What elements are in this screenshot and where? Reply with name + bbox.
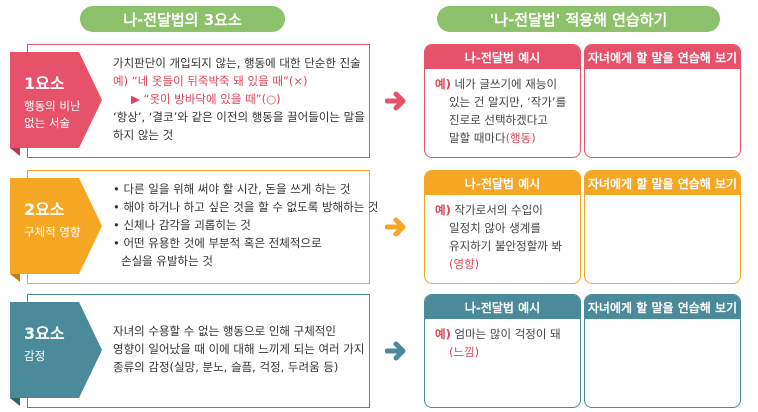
practice-card-2[interactable]: 자녀에게 할 말을 연습해 보기 xyxy=(584,170,741,284)
element-row-2: 2요소 구체적 영향 • 다른 일을 위해 써야 할 시간, 돈을 쓰게 하는 … xyxy=(0,170,758,286)
example-card-title: 나-전달법 예시 xyxy=(425,45,580,69)
example-card-title: 나-전달법 예시 xyxy=(425,171,580,195)
left-header-title: 나-전달법의 3요소 xyxy=(123,10,242,29)
example-card-body: 예) 네가 글쓰기에 재능이 있는 건 알지만, ‘작가’를 진로로 선택하겠다… xyxy=(435,77,567,145)
element-description: • 다른 일을 위해 써야 할 시간, 돈을 쓰게 하는 것 • 해야 하거나 … xyxy=(113,182,379,268)
left-header-pill: 나-전달법의 3요소 xyxy=(80,6,285,32)
practice-card-title: 자녀에게 할 말을 연습해 보기 xyxy=(585,171,740,195)
element-tag-title: 1요소 xyxy=(24,74,65,93)
practice-card-title: 자녀에게 할 말을 연습해 보기 xyxy=(585,45,740,69)
element-tag-title: 2요소 xyxy=(24,200,65,219)
arrow-right-icon xyxy=(385,341,406,361)
example-card-title: 나-전달법 예시 xyxy=(425,295,580,319)
element-tag-3: 3요소 감정 xyxy=(10,302,102,406)
practice-card-title: 자녀에게 할 말을 연습해 보기 xyxy=(585,295,740,319)
practice-card-1[interactable]: 자녀에게 할 말을 연습해 보기 xyxy=(584,44,741,158)
right-header-title: '나-전달법' 적용해 연습하기 xyxy=(489,10,668,29)
example-card-body: 예) 작가로서의 수입이 일정치 않아 생계를 유지하기 불안정할까 봐 (영향… xyxy=(435,203,563,271)
example-card-1: 나-전달법 예시 예) 네가 글쓰기에 재능이 있는 건 알지만, ‘작가’를 … xyxy=(424,44,581,158)
element-tag-subtitle: 구체적 영향 xyxy=(24,225,81,239)
practice-card-3[interactable]: 자녀에게 할 말을 연습해 보기 xyxy=(584,294,741,408)
arrow-right-icon xyxy=(385,217,406,237)
example-card-3: 나-전달법 예시 예) 엄마는 많이 걱정이 돼 (느낌) xyxy=(424,294,581,408)
element-tag-subtitle: 감정 xyxy=(24,349,46,363)
element-description: 가치판단이 개입되지 않는, 행동에 대한 단순한 진술 예) “네 옷들이 뒤… xyxy=(113,56,365,142)
element-description: 자녀의 수용할 수 없는 행동으로 인해 구체적인 영향이 일어났을 때 이에 … xyxy=(113,324,365,374)
example-card-body: 예) 엄마는 많이 걱정이 돼 (느낌) xyxy=(435,327,561,359)
right-header-pill: '나-전달법' 적용해 연습하기 xyxy=(437,6,720,32)
element-tag-2: 2요소 구체적 영향 xyxy=(10,178,102,282)
element-row-3: 3요소 감정 자녀의 수용할 수 없는 행동으로 인해 구체적인 영향이 일어났… xyxy=(0,294,758,410)
example-card-2: 나-전달법 예시 예) 작가로서의 수입이 일정치 않아 생계를 유지하기 불안… xyxy=(424,170,581,284)
arrow-right-icon xyxy=(385,91,406,111)
element-tag-title: 3요소 xyxy=(24,324,65,343)
